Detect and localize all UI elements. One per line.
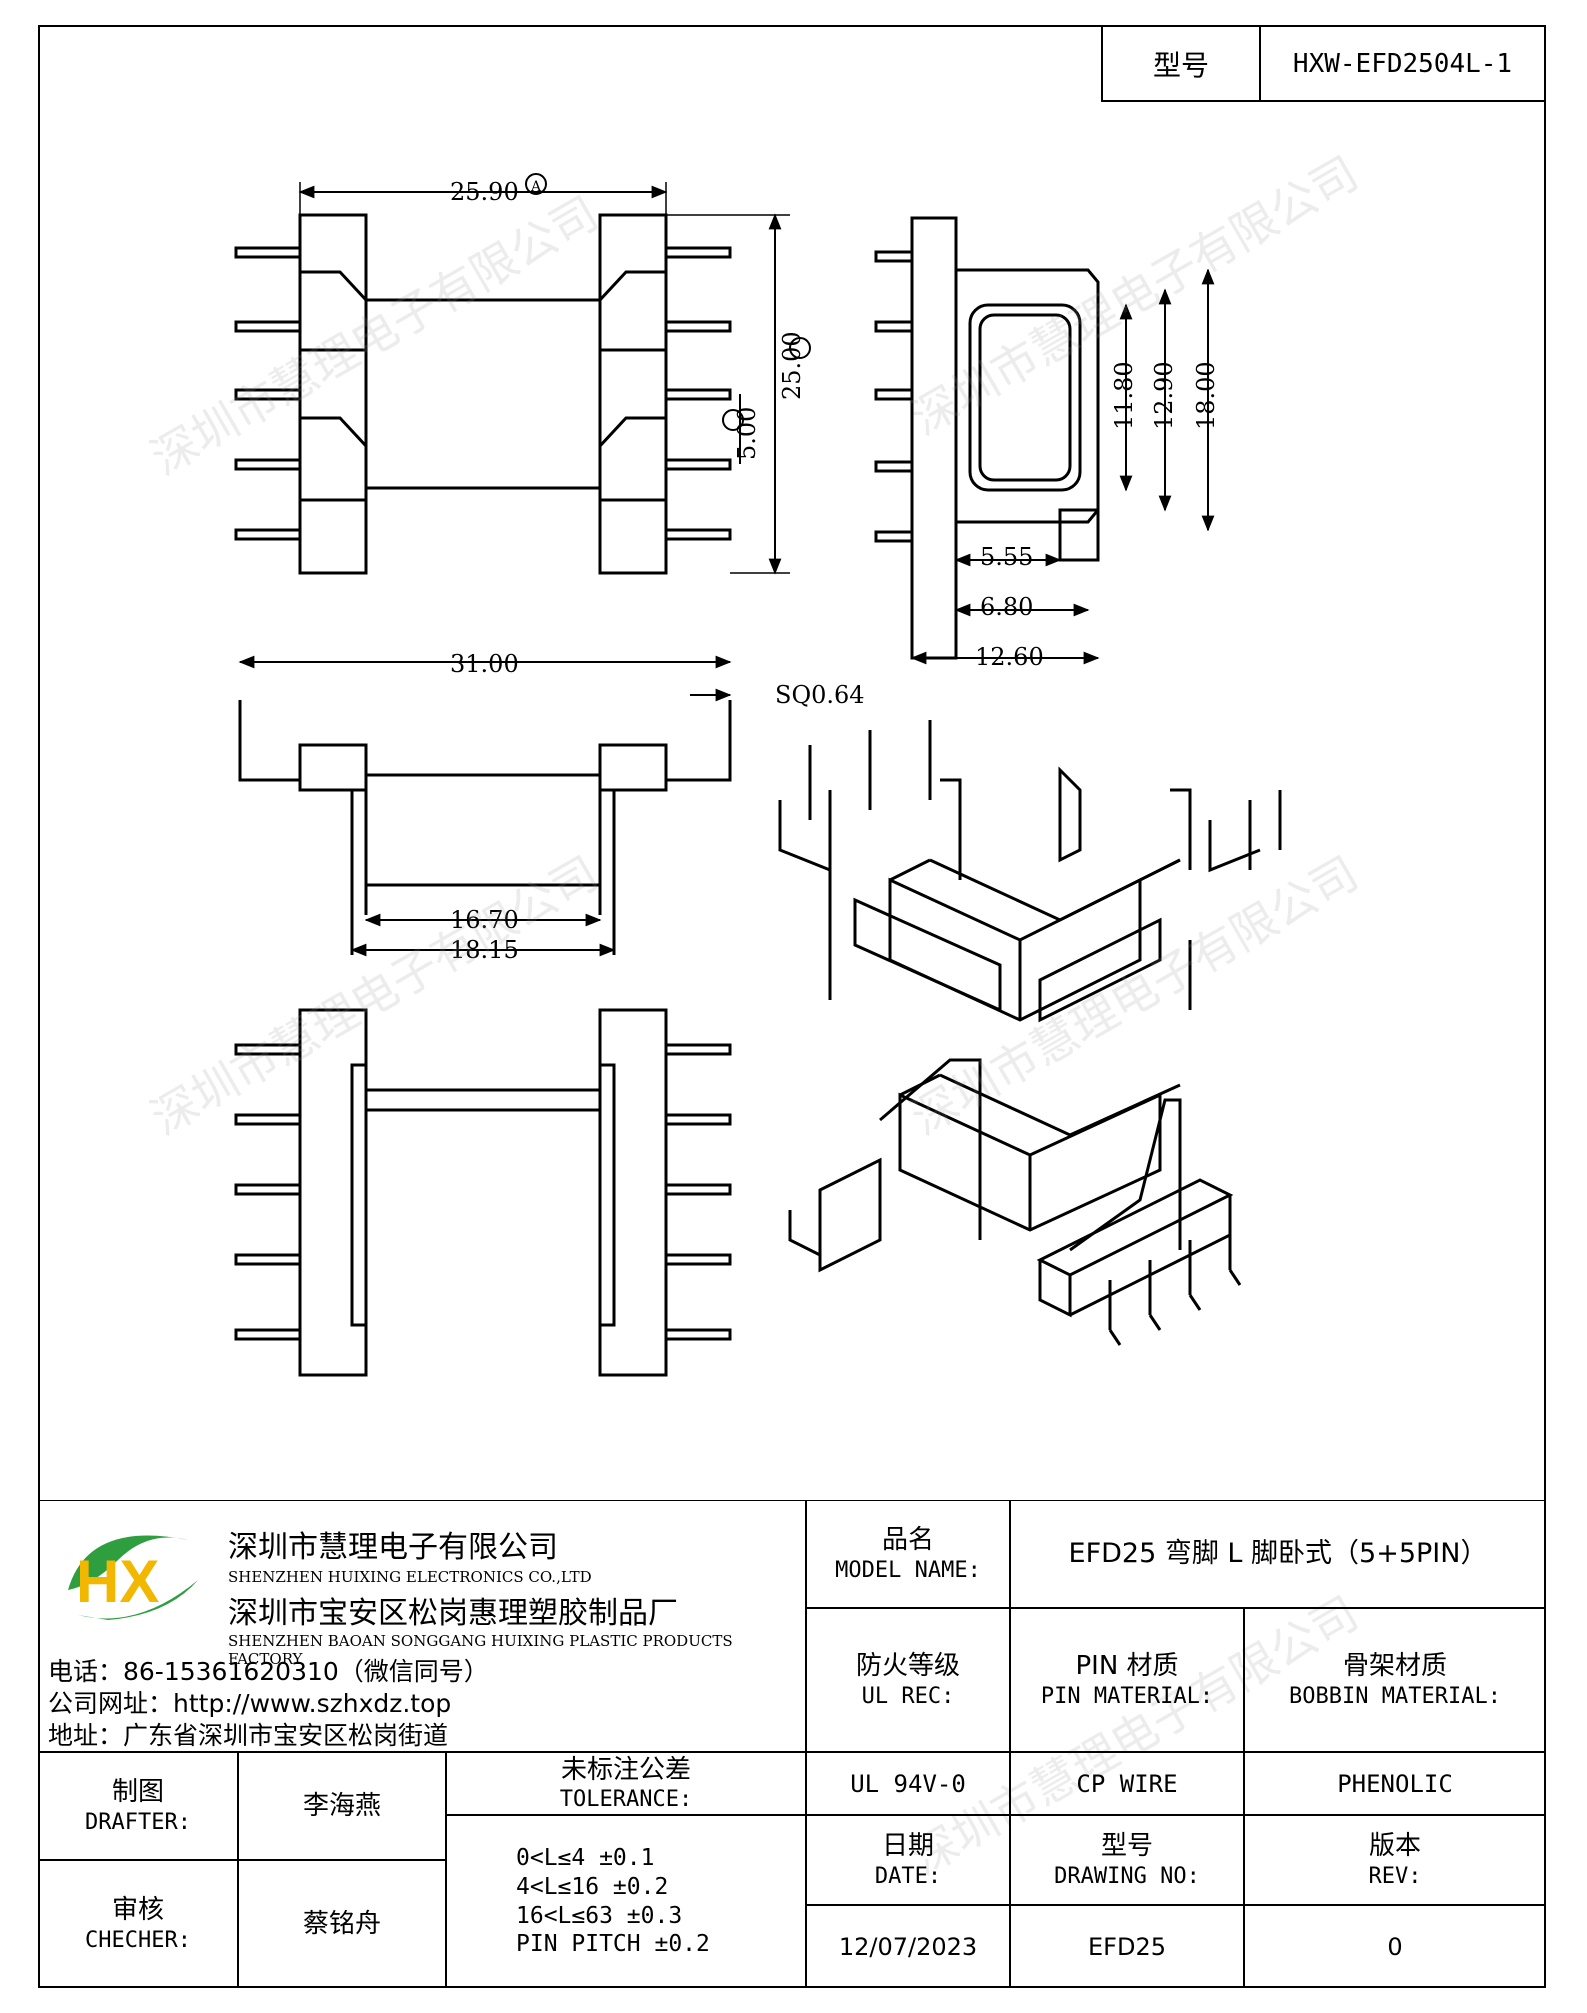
dim-31-00: 31.00 xyxy=(450,650,519,678)
company-address: 地址：广东省深圳市宝安区松岗街道 xyxy=(48,1721,449,1750)
dim-25-90: 25.90 xyxy=(450,178,519,206)
svg-text:A: A xyxy=(530,179,542,195)
ul-rec-value: UL 94V-0 xyxy=(850,1769,966,1798)
dim-18-15: 18.15 xyxy=(450,936,519,964)
iso-view-bottom xyxy=(788,1058,1242,1346)
company-logo: HX xyxy=(68,1535,198,1620)
tolerance-line: 16<L≤63 ±0.3 xyxy=(516,1902,683,1929)
pin-material-value: CP WIRE xyxy=(1076,1769,1178,1798)
ul-rec-label: 防火等级 UL REC: xyxy=(855,1651,960,1709)
title-block: HX 深圳市慧理电子有限公司 SHENZHEN HUIXING ELECTRON… xyxy=(38,1500,1546,1988)
date-value: 12/07/2023 xyxy=(838,1932,978,1961)
pin-material-label: PIN 材质 PIN MATERIAL: xyxy=(1040,1651,1214,1709)
dim-12-60: 12.60 xyxy=(975,643,1044,671)
drawing-sheet-border xyxy=(38,25,1546,1988)
rev-value: 0 xyxy=(1387,1932,1403,1961)
top-view xyxy=(234,182,790,575)
svg-text:HX: HX xyxy=(76,1548,159,1615)
iso-view-top xyxy=(778,720,1282,1023)
company-name-cn: 深圳市慧理电子有限公司 xyxy=(228,1530,558,1565)
drawing-no-label: 型号 DRAWING NO: xyxy=(1054,1831,1200,1889)
company-name-en: SHENZHEN HUIXING ELECTRONICS CO.,LTD xyxy=(228,1568,592,1586)
bobbin-material-label: 骨架材质 BOBBIN MATERIAL: xyxy=(1289,1651,1501,1709)
model-name-label: 品名 MODEL NAME: xyxy=(835,1525,981,1583)
tolerance-label: 未标注公差 TOLERANCE: xyxy=(559,1754,693,1813)
tolerance-line: 4<L≤16 ±0.2 xyxy=(516,1873,669,1900)
dim-12-90: 12.90 xyxy=(1150,361,1178,430)
dim-5-55: 5.55 xyxy=(980,543,1033,571)
drafter-label: 制图 DRAFTER: xyxy=(85,1777,191,1835)
bottom-view xyxy=(234,1008,732,1377)
technical-drawing: 25.90 A 25.00 5.00 xyxy=(234,173,1282,1377)
company-block: HX 深圳市慧理电子有限公司 SHENZHEN HUIXING ELECTRON… xyxy=(38,1500,806,1752)
factory-name-en: SHENZHEN BAOAN SONGGANG HUIXING PLASTIC … xyxy=(228,1632,733,1668)
rev-label: 版本 REV: xyxy=(1368,1831,1422,1889)
checker-label: 审核 CHECHER: xyxy=(85,1895,191,1953)
title-block-grid xyxy=(38,1500,1546,1988)
dim-sq-0-64: SQ0.64 xyxy=(775,681,865,709)
factory-name-cn: 深圳市宝安区松岗惠理塑胶制品厂 xyxy=(228,1596,678,1631)
dim-16-70: 16.70 xyxy=(450,906,519,934)
header-model-value: HXW-EFD2504L-1 xyxy=(1259,25,1546,102)
company-website: 公司网址：http://www.szhxdz.top xyxy=(48,1689,452,1718)
company-phone: 电话：86-15361620310（微信同号） xyxy=(48,1657,489,1686)
drafter-name: 李海燕 xyxy=(302,1790,381,1821)
model-name-value: EFD25 弯脚 L 脚卧式（5+5PIN） xyxy=(1068,1538,1488,1570)
tolerance-line: PIN PITCH ±0.2 xyxy=(516,1931,710,1958)
dim-6-80: 6.80 xyxy=(980,593,1033,621)
dim-11-80: 11.80 xyxy=(1110,361,1138,430)
side-view xyxy=(874,216,1215,665)
tolerance-line: 0<L≤4 ±0.1 xyxy=(516,1845,655,1871)
tolerance-values: 0<L≤4 ±0.1 4<L≤16 ±0.2 16<L≤63 ±0.3 PIN … xyxy=(446,1815,806,1988)
bobbin-material-value: PHENOLIC xyxy=(1337,1769,1453,1798)
checker-name: 蔡铭舟 xyxy=(302,1908,381,1939)
date-label: 日期 DATE: xyxy=(874,1831,942,1889)
front-view xyxy=(238,655,732,957)
drawing-no-value: EFD25 xyxy=(1088,1932,1166,1961)
dim-18-00: 18.00 xyxy=(1192,361,1220,430)
dim-5-00: 5.00 xyxy=(733,407,761,460)
